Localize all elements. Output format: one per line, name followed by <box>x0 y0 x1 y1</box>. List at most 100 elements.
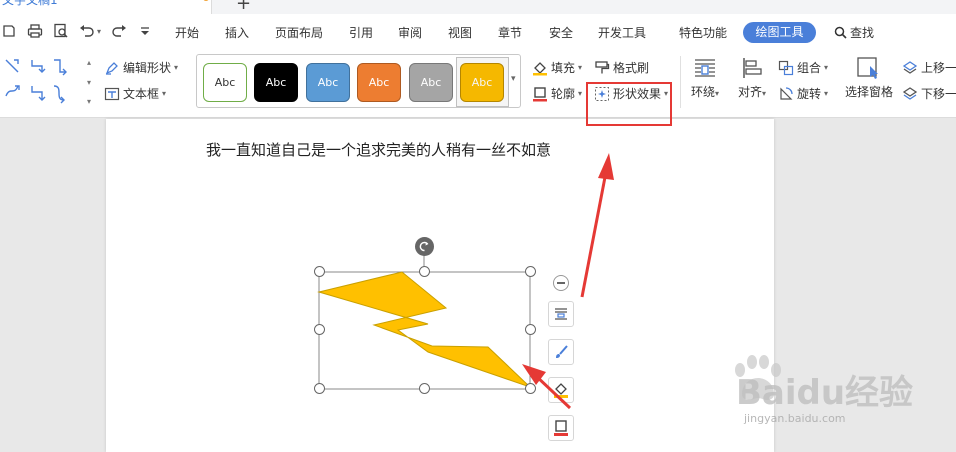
resize-handle[interactable] <box>525 324 536 335</box>
style-swatch-1[interactable]: Abc <box>203 63 247 102</box>
ribbon-divider <box>680 56 681 108</box>
group-label: 组合 <box>797 61 822 75</box>
resize-handle[interactable] <box>314 383 325 394</box>
drawing-tools-ribbon: ▴▾▾ 编辑形状▾ 文本框▾ Abc Abc Abc Abc Abc Abc ▾… <box>0 50 956 118</box>
menu-insert[interactable]: 插入 <box>225 26 250 40</box>
baidu-watermark: Baidu经验 jingyan.baidu.com <box>726 350 946 430</box>
document-tab-title: 文字文稿1 <box>2 0 58 7</box>
align-icon <box>743 58 762 78</box>
brush-icon <box>556 345 568 358</box>
print-preview-icon[interactable] <box>52 22 70 40</box>
watermark-brand: Baidu经验 <box>736 373 914 413</box>
line-shapes-gallery[interactable] <box>2 56 80 108</box>
redo-icon[interactable] <box>110 22 128 40</box>
fill-label: 填充 <box>551 61 576 75</box>
fill-button[interactable]: 填充▾ <box>532 59 582 76</box>
menu-drawing-tools[interactable]: 绘图工具 <box>743 22 816 43</box>
document-text-line[interactable]: 我一直知道自己是一个追求完美的人稍有一丝不如意 <box>206 141 552 159</box>
customize-quick-access-icon[interactable] <box>136 22 154 40</box>
outline-icon <box>554 420 568 436</box>
align-button[interactable]: 对齐▾ <box>734 56 770 108</box>
line-gallery-scroll[interactable]: ▴▾▾ <box>86 58 91 106</box>
search-menu[interactable]: 查找 <box>834 24 874 41</box>
annotation-highlight-box <box>586 82 672 126</box>
wrap-label: 环绕 <box>690 85 715 99</box>
title-bar: 文字文稿1 + <box>0 0 956 14</box>
menu-home[interactable]: 开始 <box>175 26 200 40</box>
resize-handle[interactable] <box>419 266 430 277</box>
style-swatch-3[interactable]: Abc <box>306 63 350 102</box>
rotate-handle-icon[interactable] <box>415 237 434 256</box>
paw-logo-icon <box>735 355 781 400</box>
group-button[interactable]: 组合▾ <box>778 59 828 76</box>
outline-button[interactable]: 轮廓▾ <box>532 85 582 102</box>
resize-handle[interactable] <box>419 383 430 394</box>
edit-shape-label: 编辑形状 <box>123 61 172 75</box>
resize-handle[interactable] <box>525 266 536 277</box>
save-icon[interactable] <box>0 22 18 40</box>
layout-options-button[interactable] <box>548 301 574 327</box>
document-page[interactable] <box>106 119 774 452</box>
style-gallery-more-icon[interactable]: ▾ <box>511 74 516 84</box>
text-box-icon <box>104 87 120 100</box>
format-painter-button[interactable]: 格式刷 <box>594 59 649 76</box>
text-box-button[interactable]: 文本框▾ <box>104 85 166 102</box>
resize-handle[interactable] <box>525 383 536 394</box>
style-swatch-4[interactable]: Abc <box>357 63 401 102</box>
document-tab[interactable]: 文字文稿1 <box>0 0 212 14</box>
menu-review[interactable]: 审阅 <box>398 26 423 40</box>
unsaved-dot-icon <box>203 0 209 1</box>
send-backward-label: 下移一 <box>921 87 956 101</box>
bring-forward-icon <box>902 60 918 74</box>
undo-dropdown-icon[interactable]: ▾ <box>96 26 101 36</box>
edit-shape-icon <box>105 61 118 75</box>
resize-handle[interactable] <box>314 266 325 277</box>
selection-pane-label: 选择窗格 <box>844 85 893 99</box>
bring-forward-label: 上移一 <box>921 61 956 75</box>
rotate-label: 旋转 <box>797 87 822 101</box>
shape-effects-label: 形状效果 <box>613 87 662 101</box>
shape-fill-button[interactable] <box>548 377 574 403</box>
style-swatch-6[interactable]: Abc <box>460 63 504 102</box>
format-painter-label: 格式刷 <box>613 61 650 75</box>
style-swatch-5[interactable]: Abc <box>409 63 453 102</box>
group-icon <box>778 60 794 75</box>
menu-view[interactable]: 视图 <box>448 26 473 40</box>
edit-shape-button[interactable]: 编辑形状▾ <box>104 59 178 76</box>
menu-references[interactable]: 引用 <box>349 26 374 40</box>
selected-style-highlight <box>456 57 509 107</box>
search-icon <box>834 26 847 39</box>
selection-pane-icon <box>857 57 878 79</box>
shape-style-gallery: Abc Abc Abc Abc Abc Abc <box>196 54 521 108</box>
menu-developer[interactable]: 开发工具 <box>598 26 647 40</box>
wrap-button[interactable]: 环绕▾ <box>688 56 722 108</box>
menu-special-features[interactable]: 特色功能 <box>679 26 728 40</box>
clipped-text-line <box>206 108 626 119</box>
undo-icon[interactable] <box>78 22 96 40</box>
paint-bucket-icon <box>554 383 568 398</box>
rotate-icon <box>780 86 793 100</box>
text-box-label: 文本框 <box>123 87 160 101</box>
shape-style-button[interactable] <box>548 339 574 365</box>
align-label: 对齐 <box>737 85 762 99</box>
menu-security[interactable]: 安全 <box>549 26 574 40</box>
resize-handle[interactable] <box>314 324 325 335</box>
style-swatch-2[interactable]: Abc <box>254 63 298 102</box>
text-wrap-icon <box>695 59 715 77</box>
print-icon[interactable] <box>26 22 44 40</box>
shape-outline-button[interactable] <box>548 415 574 441</box>
selection-pane-button[interactable]: 选择窗格 <box>840 56 898 108</box>
layout-options-icon <box>555 308 567 320</box>
send-backward-button[interactable]: 下移一 <box>902 85 956 102</box>
menu-page-layout[interactable]: 页面布局 <box>275 26 324 40</box>
menu-bar: ▾ 开始 插入 页面布局 引用 审阅 视图 章节 安全 开发工具 特色功能 绘图… <box>0 14 956 50</box>
outline-icon <box>533 86 547 101</box>
rotate-button[interactable]: 旋转▾ <box>778 85 828 102</box>
paint-bucket-icon <box>533 61 547 75</box>
new-tab-plus-icon[interactable]: + <box>236 0 252 14</box>
shape-effects-button[interactable]: 形状效果▾ <box>594 85 668 102</box>
menu-chapter[interactable]: 章节 <box>498 26 523 40</box>
collapse-toolbar-icon[interactable] <box>553 275 569 291</box>
bring-forward-button[interactable]: 上移一 <box>902 59 956 76</box>
lightning-bolt-shape[interactable] <box>310 234 550 400</box>
